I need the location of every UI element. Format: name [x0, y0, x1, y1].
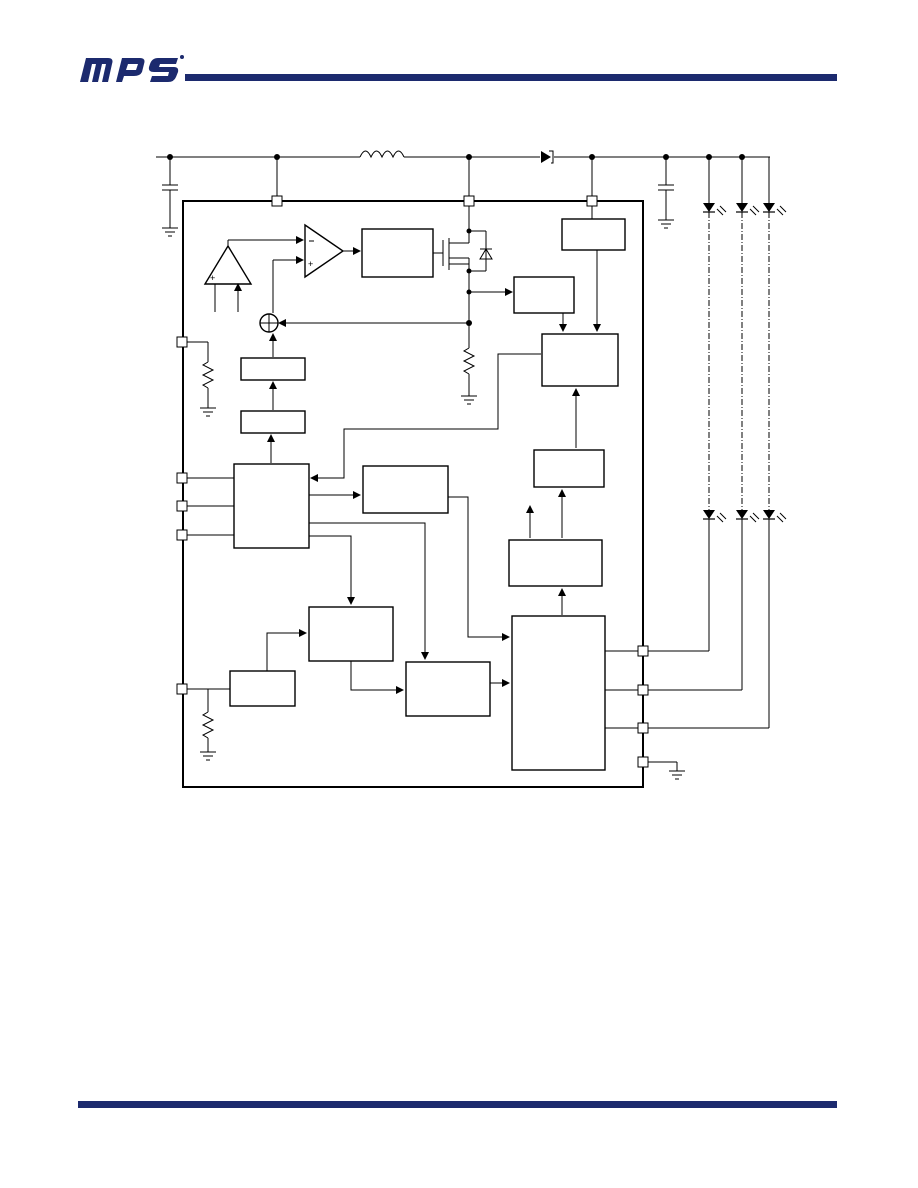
- led-icon: [703, 510, 727, 523]
- header-rule: [185, 74, 837, 81]
- mps-logo-icon: [80, 55, 184, 82]
- reference-block: [362, 465, 449, 514]
- gate-driver-block: [361, 228, 434, 278]
- ic-outline: [182, 200, 644, 788]
- svg-text:+: +: [308, 259, 313, 269]
- led-string-2: [736, 157, 760, 690]
- footer-rule: [78, 1101, 837, 1108]
- pwm-dimming-block: [405, 661, 491, 717]
- page-header: [0, 0, 918, 100]
- led-icon: [763, 203, 787, 216]
- sense-resistor-icon: [461, 323, 477, 405]
- slope-comp-block: [240, 357, 306, 381]
- pin-left-1: [176, 336, 216, 417]
- pins-top: [271, 157, 598, 207]
- error-amplifier-icon: +: [203, 236, 304, 312]
- pins-right: [605, 645, 769, 780]
- output-capacitor-icon: [658, 157, 674, 229]
- schottky-diode-icon: [541, 150, 554, 164]
- min-select-block: [533, 449, 605, 488]
- power-mosfet-icon: [442, 206, 513, 323]
- summing-junction-icon: [259, 313, 472, 357]
- pins-left-control: [176, 472, 234, 541]
- ovp-block: [561, 218, 626, 251]
- power-rail: [156, 154, 770, 160]
- led-string-3: [763, 157, 787, 728]
- led-strings: [703, 157, 787, 728]
- led-icon: [703, 203, 727, 216]
- current-sink-block: [511, 615, 606, 771]
- led-icon: [736, 203, 760, 216]
- pin-iset: [176, 683, 230, 761]
- led-string-1: [703, 157, 727, 651]
- input-capacitor-icon: [162, 157, 178, 237]
- control-logic-block: [233, 463, 310, 549]
- oscillator-block: [308, 606, 394, 662]
- ocp-block: [513, 276, 575, 314]
- headroom-control-block: [508, 539, 603, 587]
- dac-block: [240, 410, 306, 434]
- fault-logic-block: [541, 333, 619, 387]
- svg-text:+: +: [210, 273, 215, 283]
- led-icon: [736, 510, 760, 523]
- pwm-comparator-icon: +: [272, 223, 361, 313]
- inductor-icon: [359, 150, 405, 159]
- iset-block: [229, 670, 296, 707]
- led-icon: [763, 510, 787, 523]
